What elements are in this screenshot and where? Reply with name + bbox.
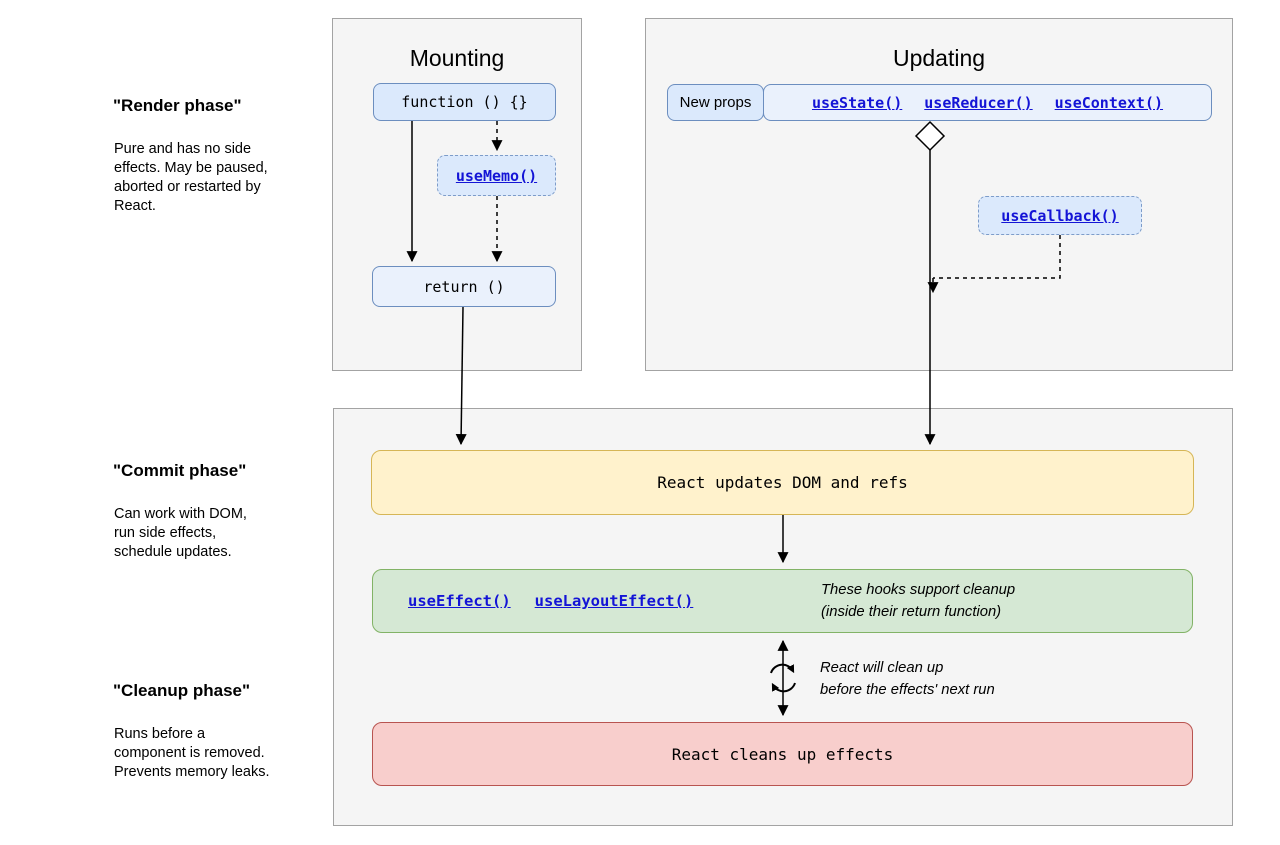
usememo-node: useMemo() bbox=[437, 155, 556, 196]
connector-usecallback bbox=[933, 235, 1061, 279]
commit-phase-label: "Commit phase" Can work with DOM, run si… bbox=[113, 461, 303, 562]
usecontext-link[interactable]: useContext() bbox=[1054, 93, 1164, 112]
react-cleans-up-label: React cleans up effects bbox=[671, 744, 894, 764]
arrow-return-to-commit bbox=[455, 306, 467, 446]
function-node-label: function () {} bbox=[401, 93, 528, 111]
render-phase-label: "Render phase" Pure and has no side effe… bbox=[113, 96, 303, 216]
decision-diamond-icon bbox=[914, 120, 946, 152]
hooks-cleanup-note: These hooks support cleanup (inside thei… bbox=[821, 582, 1016, 620]
render-phase-description: Pure and has no side effects. May be pau… bbox=[114, 141, 268, 214]
usecallback-node: useCallback() bbox=[978, 196, 1142, 235]
updating-panel: Updating bbox=[645, 18, 1233, 371]
uselayouteffect-link[interactable]: useLayoutEffect() bbox=[534, 592, 694, 610]
new-props-node: New props bbox=[667, 84, 764, 121]
react-updates-dom-box: React updates DOM and refs bbox=[371, 450, 1194, 515]
cleanup-phase-description: Runs before a component is removed. Prev… bbox=[114, 726, 270, 780]
return-node-label: return () bbox=[423, 277, 505, 296]
function-node: function () {} bbox=[373, 83, 556, 121]
useeffect-link[interactable]: useEffect() bbox=[408, 592, 511, 610]
new-props-label: New props bbox=[679, 94, 752, 111]
effect-hooks-links: useEffect() useLayoutEffect() bbox=[408, 592, 693, 610]
mounting-panel-title: Mounting bbox=[409, 45, 505, 71]
usecallback-link[interactable]: useCallback() bbox=[1001, 206, 1119, 225]
cycle-icon bbox=[770, 663, 796, 693]
usestate-link[interactable]: useState() bbox=[811, 93, 903, 112]
usememo-link[interactable]: useMemo() bbox=[455, 166, 538, 185]
effect-hooks-box: useEffect() useLayoutEffect() These hook… bbox=[372, 569, 1193, 633]
cleanup-phase-title: "Cleanup phase" bbox=[113, 681, 251, 700]
updating-panel-title: Updating bbox=[892, 45, 986, 71]
react-updates-dom-label: React updates DOM and refs bbox=[657, 473, 908, 492]
commit-phase-title: "Commit phase" bbox=[113, 461, 247, 480]
usereducer-link[interactable]: useReducer() bbox=[924, 93, 1033, 112]
will-clean-up-note: React will clean up before the effects' … bbox=[820, 660, 995, 698]
react-cleans-up-box: React cleans up effects bbox=[372, 722, 1193, 786]
state-hooks-node: useState() useReducer() useContext() bbox=[763, 84, 1212, 121]
commit-phase-description: Can work with DOM, run side effects, sch… bbox=[114, 506, 247, 560]
return-node: return () bbox=[372, 266, 556, 307]
cleanup-phase-label: "Cleanup phase" Runs before a component … bbox=[113, 681, 303, 782]
render-phase-title: "Render phase" bbox=[113, 96, 242, 115]
